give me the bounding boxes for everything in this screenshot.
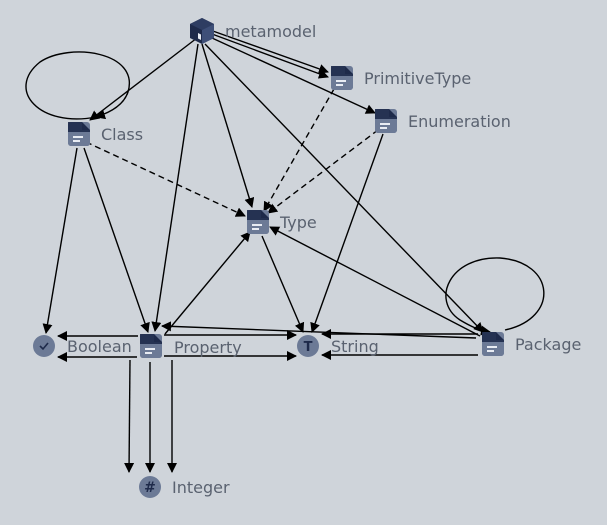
node-label: PrimitiveType: [364, 69, 471, 88]
edge-enumeration-to-string: [310, 133, 384, 333]
node-type[interactable]: Type: [247, 210, 317, 234]
class-self-loop: [25, 51, 131, 120]
node-integer[interactable]: # Integer: [139, 476, 230, 498]
node-label: Integer: [172, 478, 230, 497]
edge-enumeration-to-type: [267, 129, 379, 214]
edge-metamodel-to-class: [89, 37, 198, 121]
edge-metamodel-to-package: [204, 43, 484, 333]
node-label: Class: [101, 125, 143, 144]
edge-metamodel-to-property: [151, 43, 199, 332]
node-primitivetype[interactable]: PrimitiveType: [331, 66, 471, 90]
edge-metamodel-to-enumeration: [211, 37, 376, 114]
node-package[interactable]: Package: [482, 332, 581, 356]
edge-class-to-type: [85, 141, 246, 217]
t-glyph: T: [304, 340, 313, 355]
node-enumeration[interactable]: Enumeration: [375, 109, 511, 133]
checkmark-glyph: [39, 342, 49, 351]
document-icon: [375, 109, 397, 133]
node-property[interactable]: Property: [140, 334, 242, 358]
node-label: Package: [515, 335, 581, 354]
edge-metamodel-to-type: [201, 43, 255, 208]
node-class[interactable]: Class: [68, 122, 143, 146]
document-icon: [140, 334, 162, 358]
node-metamodel[interactable]: metamodel: [190, 18, 316, 44]
edge-package-to-type: [269, 226, 481, 337]
edge-type-to-string: [261, 235, 305, 333]
node-label: metamodel: [225, 22, 316, 41]
edge-package-to-property: [161, 321, 477, 339]
document-icon: [68, 122, 90, 146]
document-icon: [331, 66, 353, 90]
edges-layer: [42, 29, 484, 473]
edge-metamodel-to-primitivetype: [209, 29, 329, 74]
edge-property-to-integer: [124, 359, 135, 473]
node-boolean[interactable]: Boolean: [33, 335, 132, 357]
node-label: Type: [279, 213, 317, 232]
edge-metamodel-to-primitivetype: [211, 33, 329, 79]
edge-class-to-boolean: [42, 147, 78, 334]
hash-glyph: #: [144, 480, 156, 496]
edge-property-to-type: [164, 231, 251, 335]
node-label: Enumeration: [408, 112, 511, 131]
node-label: Property: [174, 338, 242, 357]
checkmark-circle-icon: [33, 335, 55, 357]
edge-primitivetype-to-type: [263, 88, 335, 212]
node-label: Boolean: [67, 337, 132, 356]
document-icon: [247, 210, 269, 234]
node-label: String: [331, 337, 379, 356]
document-icon: [482, 332, 504, 356]
node-string[interactable]: T String: [297, 335, 379, 357]
edge-class-to-property: [83, 147, 150, 333]
package-self-loop: [445, 257, 545, 336]
